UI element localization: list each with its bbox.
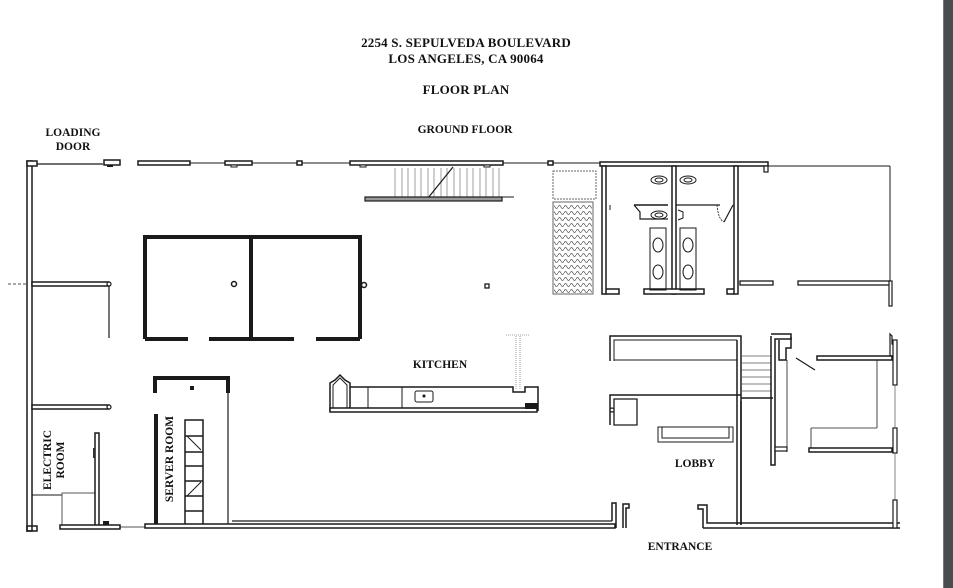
server-racks	[184, 419, 204, 527]
kitchen-label: KITCHEN	[412, 359, 468, 371]
lobby-walls	[609, 335, 742, 525]
north-wall	[137, 160, 891, 282]
toilets	[650, 175, 697, 221]
kitchen-counter	[329, 373, 539, 413]
address-line-2: LOS ANGELES, CA 90064	[388, 51, 544, 66]
stair-rail	[364, 196, 503, 202]
kitchen-hood	[506, 334, 530, 390]
restroom-block	[601, 165, 739, 295]
partition-1	[31, 281, 110, 287]
address-line-1: 2254 S. SEPULVEDA BOULEVARD	[361, 35, 571, 50]
document-title: FLOOR PLAN	[422, 82, 510, 97]
partition-2	[31, 404, 110, 410]
entrance-label: ENTRANCE	[647, 541, 713, 553]
address-block: 2254 S. SEPULVEDA BOULEVARD LOS ANGELES,…	[0, 35, 932, 67]
column-square	[484, 283, 490, 289]
sinks	[649, 227, 697, 291]
conference-rooms	[143, 235, 362, 341]
south-wall	[59, 502, 630, 530]
loading-door-label-line2: DOOR	[55, 141, 91, 153]
lobby-stair	[742, 355, 771, 392]
east-rooms	[770, 332, 898, 529]
electric-room-wall	[94, 432, 100, 529]
loading-door-label: LOADING DOOR	[30, 126, 116, 154]
lobby-sofa	[657, 426, 734, 443]
west-exterior-wall	[26, 160, 38, 532]
entrance-east-wall	[697, 504, 900, 528]
server-room-top	[153, 376, 230, 393]
floor-name: GROUND FLOOR	[417, 124, 513, 136]
viewer-edge-strip	[943, 0, 953, 588]
server-room-wall	[154, 414, 158, 527]
north-stair	[394, 168, 500, 197]
loading-door-label-line1: LOADING	[45, 127, 101, 139]
column	[230, 280, 238, 288]
elevator	[552, 170, 597, 200]
lobby-label: LOBBY	[674, 458, 716, 470]
